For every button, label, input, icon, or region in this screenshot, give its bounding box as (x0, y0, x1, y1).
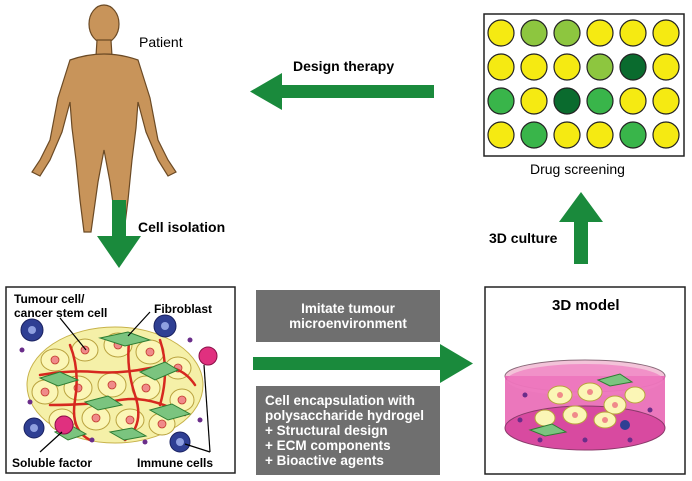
tumour-cell-label-line2: cancer stem cell (14, 306, 108, 320)
well-green (487, 87, 515, 115)
imitate-box-text: Imitate tumour microenvironment (256, 301, 440, 331)
well-yellow (652, 19, 680, 47)
well-yellow (520, 87, 548, 115)
3d-model-title: 3D model (552, 297, 620, 314)
fibroblast-label: Fibroblast (154, 302, 213, 316)
arrow-to-3d-model (253, 344, 473, 383)
well-dark-green (553, 87, 581, 115)
tumour-cell-label: Tumour cell/ cancer stem cell (14, 292, 107, 320)
well-green (520, 121, 548, 149)
well-yellow (586, 121, 614, 149)
encap-line3: + Structural design (265, 423, 388, 438)
cell-isolation-label: Cell isolation (138, 219, 226, 235)
well-grid (487, 19, 680, 149)
well-light-green (520, 19, 548, 47)
imitate-box (256, 290, 440, 342)
encap-line2: polysaccharide hydrogel (265, 408, 425, 423)
encap-line5: + Bioactive agents (265, 453, 384, 468)
well-yellow (619, 87, 647, 115)
imitate-line2: microenvironment (289, 316, 407, 331)
well-yellow (487, 121, 515, 149)
arrow-design-therapy (250, 73, 434, 110)
well-yellow (619, 19, 647, 47)
drug-screening-label: Drug screening (530, 161, 625, 177)
imitate-line1: Imitate tumour (301, 301, 395, 316)
encapsulation-box-text: Cell encapsulation with polysaccharide h… (265, 393, 437, 468)
design-therapy-label: Design therapy (293, 58, 395, 74)
well-yellow (487, 19, 515, 47)
arrow-cell-isolation (97, 200, 141, 268)
well-yellow (652, 53, 680, 81)
tumour-illustration (19, 311, 218, 453)
well-yellow (586, 19, 614, 47)
well-yellow (652, 121, 680, 149)
petri-dish-icon (504, 359, 666, 451)
immune-cells-label: Immune cells (137, 456, 214, 470)
well-yellow (553, 121, 581, 149)
soluble-factor-label: Soluble factor (12, 456, 93, 470)
tumour-cell-label-line1: Tumour cell/ (14, 292, 85, 306)
well-dark-green (619, 53, 647, 81)
well-light-green (586, 53, 614, 81)
human-body-icon (31, 4, 177, 233)
well-green (619, 121, 647, 149)
encap-line4: + ECM components (265, 438, 391, 453)
well-green (586, 87, 614, 115)
well-yellow (553, 53, 581, 81)
arrow-3d-culture (559, 192, 603, 264)
encapsulation-box (256, 386, 440, 475)
well-yellow (520, 53, 548, 81)
well-yellow (487, 53, 515, 81)
well-light-green (553, 19, 581, 47)
well-yellow (652, 87, 680, 115)
well-plate (483, 13, 685, 157)
encap-line1: Cell encapsulation with (265, 393, 416, 408)
3d-culture-label: 3D culture (489, 230, 558, 246)
patient-label: Patient (139, 34, 183, 50)
